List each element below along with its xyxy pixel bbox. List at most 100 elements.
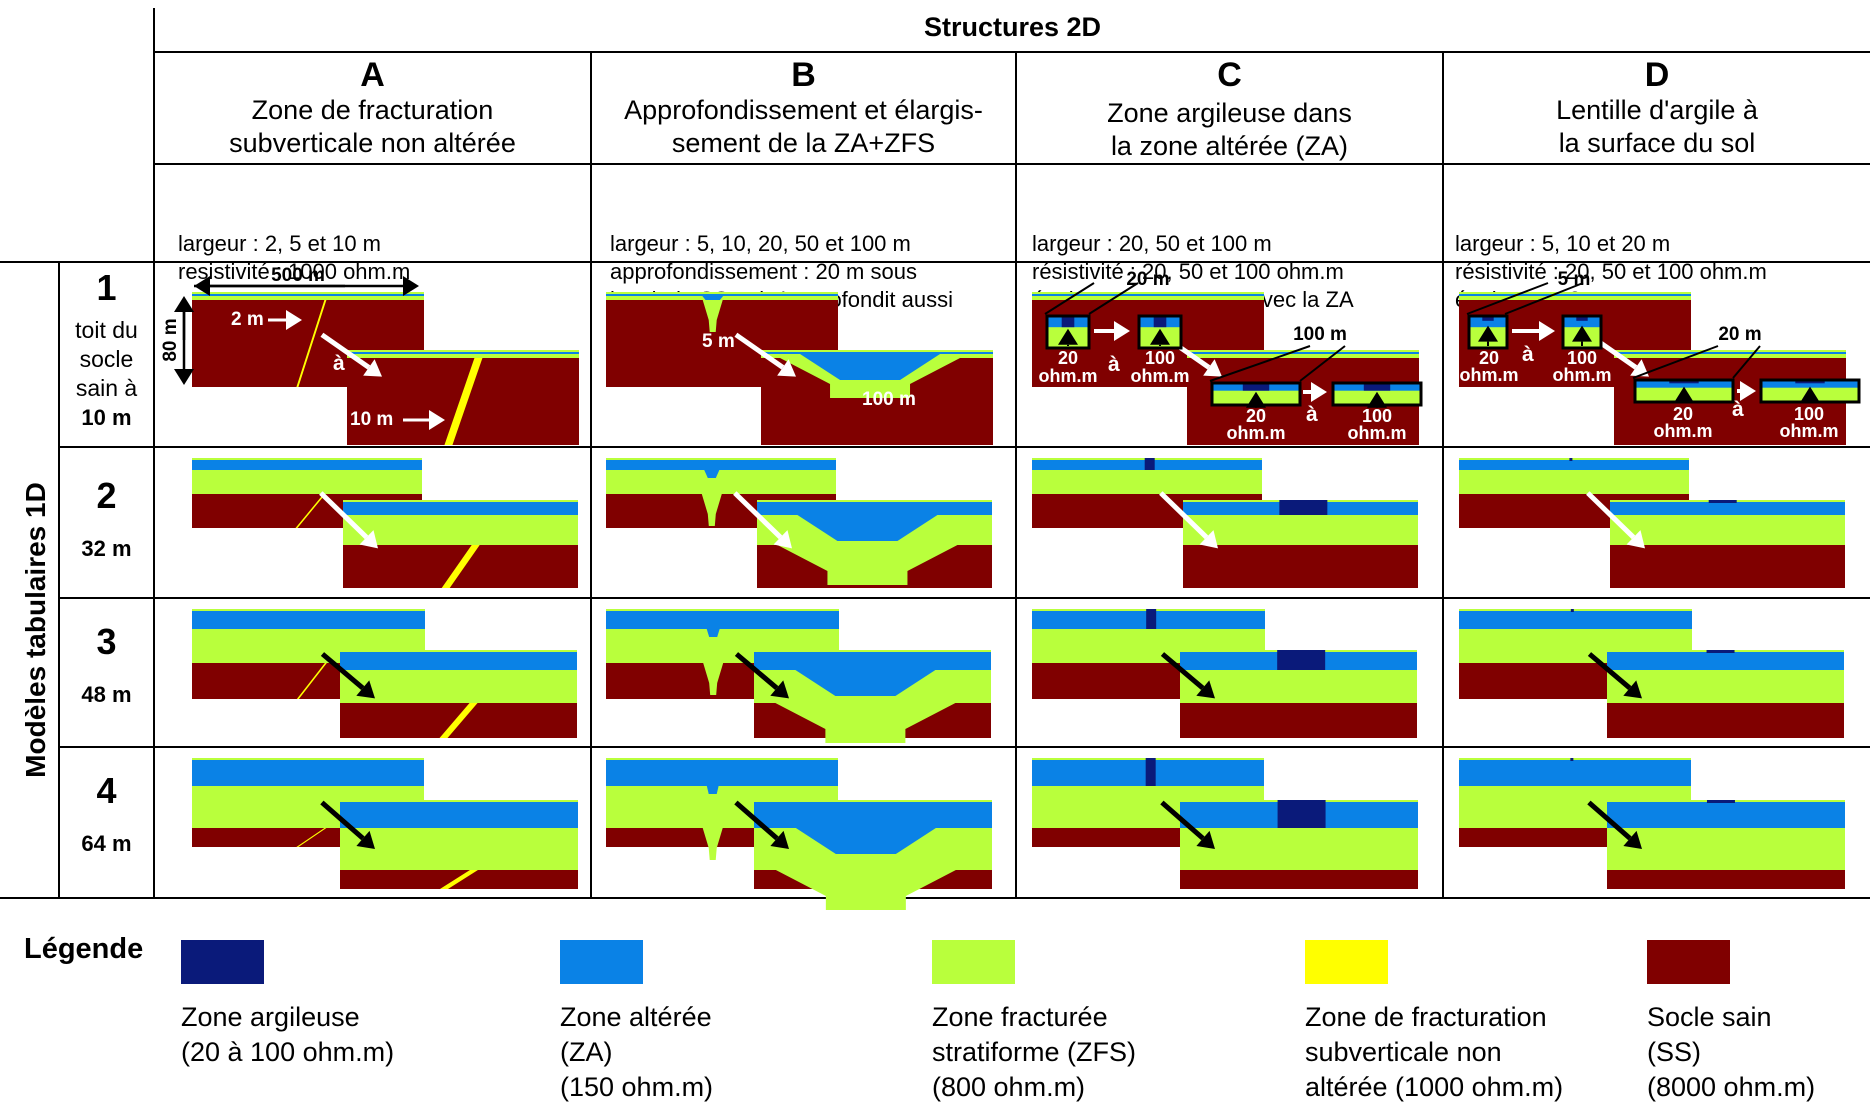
model-r2-cb-arrow-shaft [733, 491, 783, 540]
model-r3-cb-arrow-head [770, 680, 789, 699]
model-r3-cc-clay-small [1146, 609, 1157, 629]
legend-line: (800 ohm.m) [932, 1072, 1086, 1102]
c-large-to: à [1306, 403, 1318, 426]
model-r2-ca-large-surface [343, 500, 578, 502]
c-box-from-small-border [1045, 314, 1091, 350]
a-arrow-word: à [333, 352, 345, 375]
model-r4-ca-arrow-shaft [320, 800, 365, 841]
b-large-label: 100 m [862, 389, 916, 410]
model-r2-cb-large-surface [757, 500, 992, 502]
legend-line: (ZA) [560, 1037, 613, 1067]
column-b-title: Approfondissement et élargis-sement de l… [624, 95, 983, 158]
model-r4-ca-fracture-large [439, 870, 478, 889]
model-r1-ca-small-surface [192, 292, 424, 294]
c-small-arrow-head [1114, 321, 1130, 341]
model-r2-cd-lens-large [1708, 500, 1737, 503]
grid-hline-r12 [58, 446, 1870, 448]
d-box-from-large-za [1635, 380, 1733, 388]
model-r4-cd-small-surface [1459, 758, 1691, 760]
model-r1-ca-arrow-shaft [320, 332, 371, 370]
model-r1-cd-small-surface [1459, 292, 1691, 294]
model-r3-cb-large-weathered [754, 650, 991, 670]
row-2-depth: 32 m [81, 536, 132, 561]
column-d-letter: D [1644, 56, 1670, 94]
a-height-arrow-down-head [174, 369, 194, 385]
d-box-from-small-up-head [1478, 325, 1498, 342]
c-large-arrow-head [1311, 382, 1327, 402]
model-r3-ca-large-weathered [340, 650, 577, 670]
model-r2-cd-lens-small [1569, 458, 1573, 461]
model-r4-ca-fracture-small [296, 828, 327, 847]
model-r2-cd-arrow-head [1626, 530, 1645, 549]
d-small-arrow-head [1539, 321, 1555, 341]
model-r3-cd-lens-small [1570, 609, 1574, 612]
c-small-from-num: 20 [1058, 348, 1078, 368]
c-small-to: à [1108, 353, 1120, 376]
d-large-proj-1 [1632, 345, 1719, 379]
legend-line: (20 à 100 ohm.m) [181, 1037, 395, 1067]
grid-hline-r34 [58, 746, 1870, 748]
legend-line: (150 ohm.m) [560, 1072, 714, 1102]
c-box-to-large-clay [1363, 383, 1391, 391]
model-r3-cd-arrow-shaft [1587, 652, 1632, 690]
d-large-to-unit: ohm.m [1779, 421, 1838, 441]
legend-line: (SS) [1647, 1037, 1701, 1067]
model-r2-cc-clay-large [1279, 500, 1328, 515]
model-r3-cb-dip-zfs-small [703, 663, 724, 695]
model-r4-cb-arrow-shaft [734, 800, 779, 841]
model-r3-cd-small-weathered [1459, 609, 1692, 629]
d-small-from-num: 20 [1479, 348, 1499, 368]
b-small-label: 5 m [702, 331, 735, 352]
model-r2-ca-fracture-small [295, 494, 326, 528]
d-small-to-unit: ohm.m [1552, 365, 1611, 385]
c-small-to-num: 100 [1145, 348, 1175, 368]
model-r3-cc-clay-large [1277, 650, 1326, 670]
model-r1-ca-fracture-small [296, 300, 327, 387]
model-r1-cb-dip-zfs-small [702, 300, 723, 332]
model-r3-cb-arrow-shaft [734, 652, 779, 690]
c-box-from-large-up-head [1246, 391, 1266, 408]
model-r4-cc-arrow-shaft [1160, 800, 1205, 841]
legend-swatch-fractured [932, 940, 1015, 984]
grid-hline-header [153, 163, 1870, 165]
legend-swatch-clay [181, 940, 264, 984]
c-large-to-num: 100 [1362, 406, 1392, 426]
d-box-to-small-lens [1576, 316, 1588, 321]
model-r3-cb-dip-za-large [795, 670, 936, 696]
model-r2-cd-small-weathered [1459, 458, 1689, 470]
row-4-number: 4 [96, 770, 117, 811]
legend-text-weathered: Zone altérée(ZA)(150 ohm.m) [560, 1000, 713, 1105]
d-box-from-large-lens [1669, 380, 1699, 384]
d-small-proj-2 [1504, 282, 1584, 315]
model-r3-ca-large-surface [340, 650, 577, 652]
d-width-large: 20 m [1718, 324, 1761, 345]
model-r4-ca-arrow-head [356, 830, 375, 849]
model-r2-cb-dip-za-large [797, 515, 938, 541]
model-r1-cb-dip-za-large [800, 354, 941, 380]
a-height-label: 80 m [160, 318, 181, 361]
model-r1-cc-arrow-head [1203, 359, 1222, 377]
grid-vline-left [153, 8, 155, 898]
model-r2-cb-dip-zfs-small [701, 494, 722, 526]
d-box-to-large-za [1761, 380, 1859, 388]
model-r3-ca-small-weathered [192, 609, 425, 629]
model-r4-cb-arrow-head [770, 830, 789, 849]
grid-hline-r23 [58, 597, 1870, 599]
model-r1-ca-arrow-head [363, 359, 382, 377]
d-box-from-large-up-head [1674, 386, 1694, 403]
row-4-depth: 64 m [81, 831, 132, 856]
model-r3-ca-arrow-head [356, 680, 375, 699]
model-r1-cc-large-surface [1187, 350, 1419, 352]
model-r1-cb-large-surface [761, 350, 993, 352]
a-small-label: 2 m [231, 309, 264, 330]
legend-line: Socle sain [1647, 1002, 1772, 1032]
legend-line: Zone de fracturation [1305, 1002, 1547, 1032]
model-r1-cd-large-surface [1614, 350, 1846, 352]
model-r4-cd-arrow-head [1623, 830, 1642, 849]
c-box-to-small-up-head [1150, 328, 1170, 345]
